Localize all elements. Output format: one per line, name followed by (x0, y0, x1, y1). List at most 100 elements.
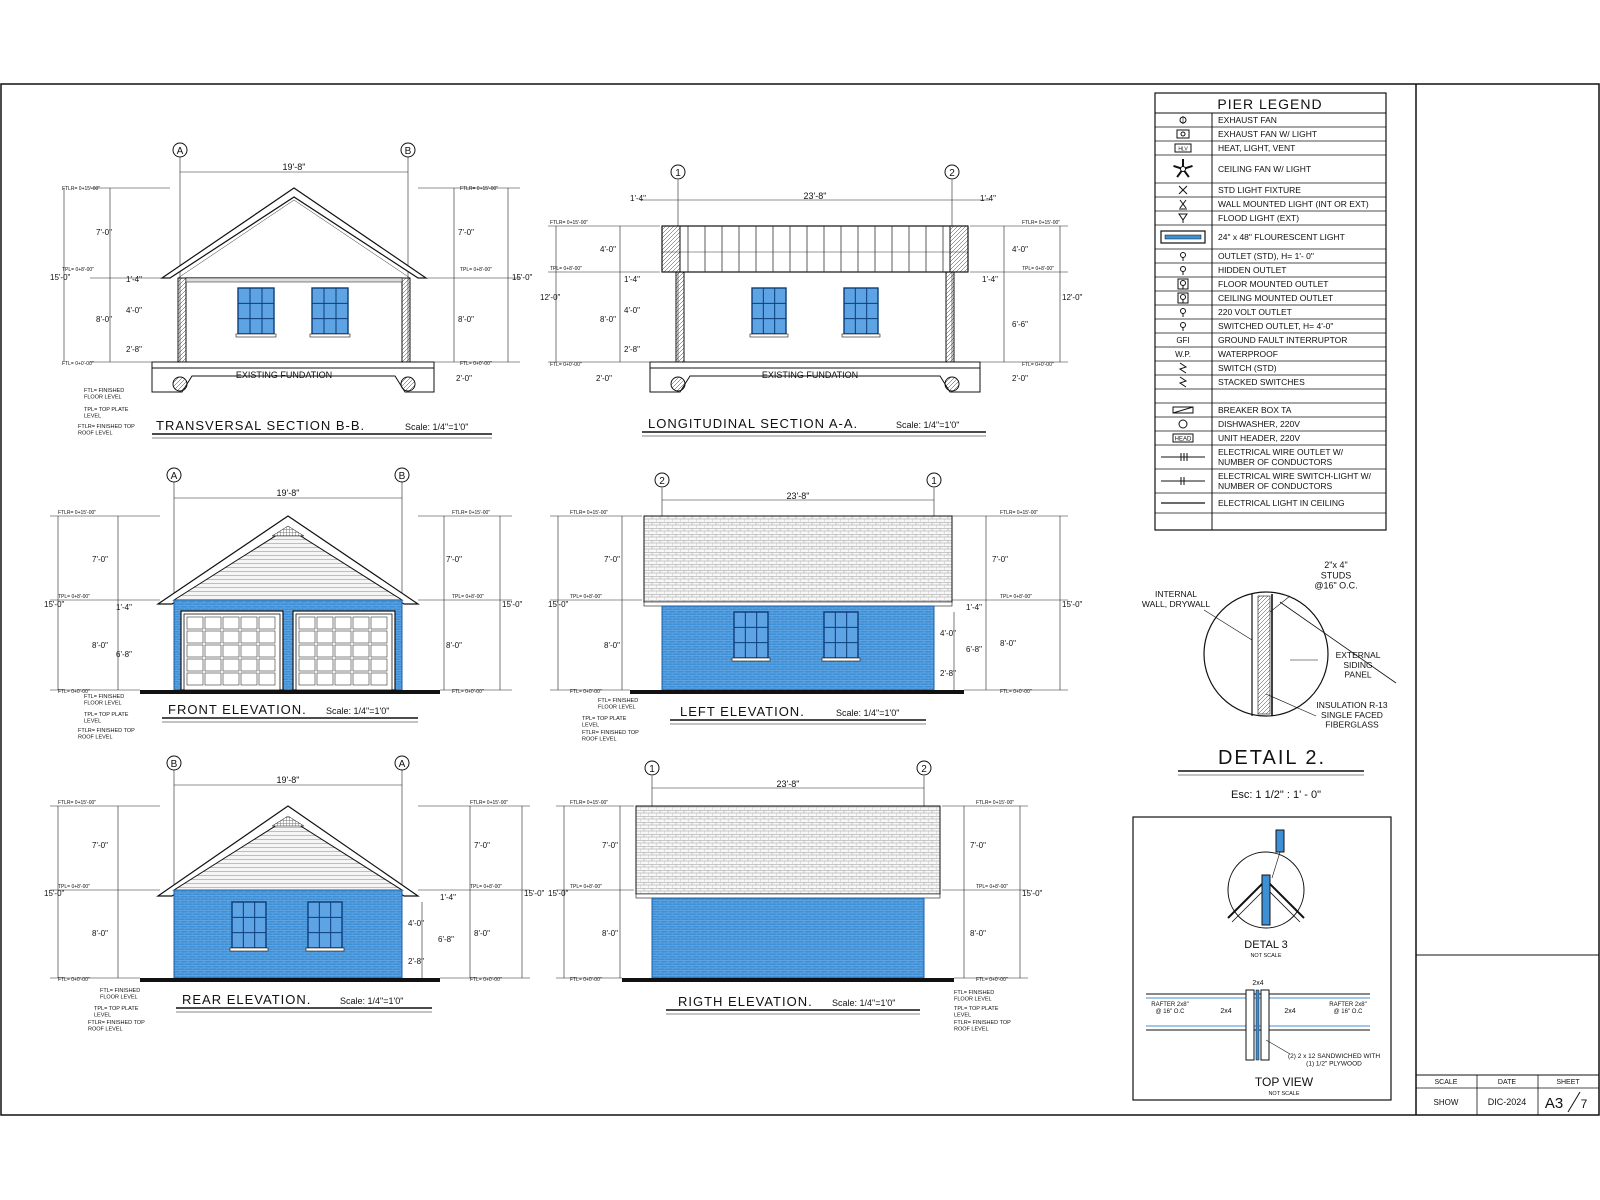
transversal-section: A B 19'-8" EXISTING FUNDATION 15'-0" 7'-… (50, 142, 533, 439)
legend-symbol-icon (1179, 199, 1187, 210)
dim-7: 7'-0" (474, 841, 490, 850)
scale-value: SHOW (1434, 1098, 1459, 1107)
legend-symbol-icon (1178, 185, 1188, 195)
lumber-top-label: 2x4 (1252, 980, 1263, 987)
legend-row: FLOOD LIGHT (EXT) (1155, 213, 1386, 226)
dim-7: 7'-0" (604, 555, 620, 564)
legend-row: ELECTRICAL WIRE SWITCH-LIGHT W/NUMBER OF… (1155, 471, 1386, 494)
level-ftl: FTL= 0+0'-00" (452, 689, 484, 695)
legend-symbol-text: W.P. (1175, 350, 1191, 359)
legend-symbol-text: GFI (1176, 336, 1189, 345)
level-ftlr: FTLR= 0+15'-00" (452, 510, 490, 516)
legend-item-label: BREAKER BOX TA (1218, 405, 1292, 415)
dim-6-6: 6'-6" (1012, 320, 1028, 329)
grid-label-left: A (177, 146, 184, 157)
legend-symbol-icon (1180, 252, 1186, 261)
detail-3-ridge: DETAL 3 NOT SCALE 2x4 2x4 2x4 RAFTER 2x8… (1132, 816, 1392, 1101)
legend-symbol-icon (1177, 292, 1189, 304)
legend-item-label: ELECTRICAL LIGHT IN CEILING (1218, 498, 1345, 508)
foundation-label: EXISTING FUNDATION (762, 370, 858, 380)
garage-door (180, 610, 284, 691)
window (749, 287, 789, 338)
dim-6-8: 6'-8" (966, 645, 982, 654)
dim-1-4: 1'-4" (624, 275, 640, 284)
view-scale: Scale: 1/4"=1'0" (832, 998, 895, 1008)
view-title: LEFT ELEVATION. (680, 704, 805, 719)
level-ftl: FTL= 0+0'-00" (470, 977, 502, 983)
legend-item-label: EXHAUST FAN (1218, 115, 1277, 125)
view-title: TRANSVERSAL SECTION B-B. (156, 418, 365, 433)
level-tpl: TPL= 0+8'-00" (58, 884, 90, 890)
dim-8: 8'-0" (600, 315, 616, 324)
level-ftl: FTL= 0+0'-00" (460, 361, 492, 367)
dim-8: 8'-0" (1000, 639, 1016, 648)
dim-2-8: 2'-8" (126, 345, 142, 354)
level-ftlr: FTLR= 0+15'-00" (570, 800, 608, 806)
window (731, 611, 771, 662)
overall-width-dim: 19'-8" (277, 775, 300, 785)
view-title: REAR ELEVATION. (182, 992, 311, 1007)
sheet-label: SHEET (1556, 1079, 1580, 1086)
legend-item-label: DISHWASHER, 220V (1218, 419, 1300, 429)
dim-15: 15'-0" (44, 600, 65, 609)
grid-bubble-left (172, 142, 188, 158)
lumber-left-label: 2x4 (1220, 1008, 1231, 1015)
legend-symbol-text: HLV (1178, 147, 1188, 153)
detail-2-title: DETAIL 2. (1218, 747, 1326, 769)
legend-row: STACKED SWITCHES (1155, 376, 1386, 390)
legend-item-label: OUTLET (STD), H= 1'- 0" (1218, 251, 1314, 261)
level-tpl: TPL= 0+8'-00" (550, 266, 582, 272)
dim-7: 7'-0" (992, 555, 1008, 564)
overall-width-dim: 23'-8" (787, 491, 810, 501)
dim-7: 7'-0" (458, 228, 474, 237)
legend-symbol-icon (1178, 362, 1188, 374)
legend-item-label: SWITCH (STD) (1218, 363, 1277, 373)
legend-symbol-icon: GFI (1176, 336, 1189, 345)
legend-row: FLOOR MOUNTED OUTLET (1155, 278, 1386, 292)
level-ftlr: FTLR= 0+15'-00" (1022, 220, 1060, 226)
view-title: LONGITUDINAL SECTION A-A. (648, 416, 858, 431)
dim-1-4: 1'-4" (440, 893, 456, 902)
dim-2: 2'-0" (456, 374, 472, 383)
legend-item-label: WATERPROOF (1218, 349, 1278, 359)
level-tpl: TPL= 0+8'-00" (976, 884, 1008, 890)
grid-label-left: 1 (675, 168, 681, 179)
level-tpl: TPL= 0+8'-00" (570, 594, 602, 600)
dim-7: 7'-0" (602, 841, 618, 850)
level-tpl: TPL= 0+8'-00" (58, 594, 90, 600)
date-value: DIC-2024 (1488, 1097, 1527, 1107)
overall-width-dim: 19'-8" (283, 162, 306, 172)
rafter-left-label: RAFTER 2x8"@ 16" O.C (1151, 1002, 1188, 1015)
legend-row: W.P. WATERPROOF (1155, 349, 1386, 362)
legend-item-label: WALL MOUNTED LIGHT (INT OR EXT) (1218, 199, 1369, 209)
legend-item-label: SWITCHED OUTLET, H= 4'-0" (1218, 321, 1333, 331)
garage-door (292, 610, 396, 691)
legend-row: BREAKER BOX TA (1155, 405, 1386, 418)
level-ftlr: FTLR= 0+15'-00" (460, 186, 498, 192)
dim-7: 7'-0" (970, 841, 986, 850)
legend-item-label: 24" x 48" FLOURESCENT LIGHT (1218, 232, 1345, 242)
view-scale: Scale: 1/4"=1'0" (836, 708, 899, 718)
grid-label-right: 2 (921, 764, 927, 775)
dim-15: 15'-0" (50, 273, 71, 282)
scale-label: SCALE (1435, 1079, 1458, 1086)
legend-row: STD LIGHT FIXTURE (1155, 185, 1386, 198)
level-ftlr: FTLR= 0+15'-00" (976, 800, 1014, 806)
dim-2: 2'-0" (596, 374, 612, 383)
level-ftlr: FTLR= 0+15'-00" (58, 800, 96, 806)
legend-symbol-icon (1178, 213, 1188, 223)
dim-6-8: 6'-8" (116, 650, 132, 659)
dim-4: 4'-0" (126, 306, 142, 315)
legend-item-label: CEILING MOUNTED OUTLET (1218, 293, 1333, 303)
